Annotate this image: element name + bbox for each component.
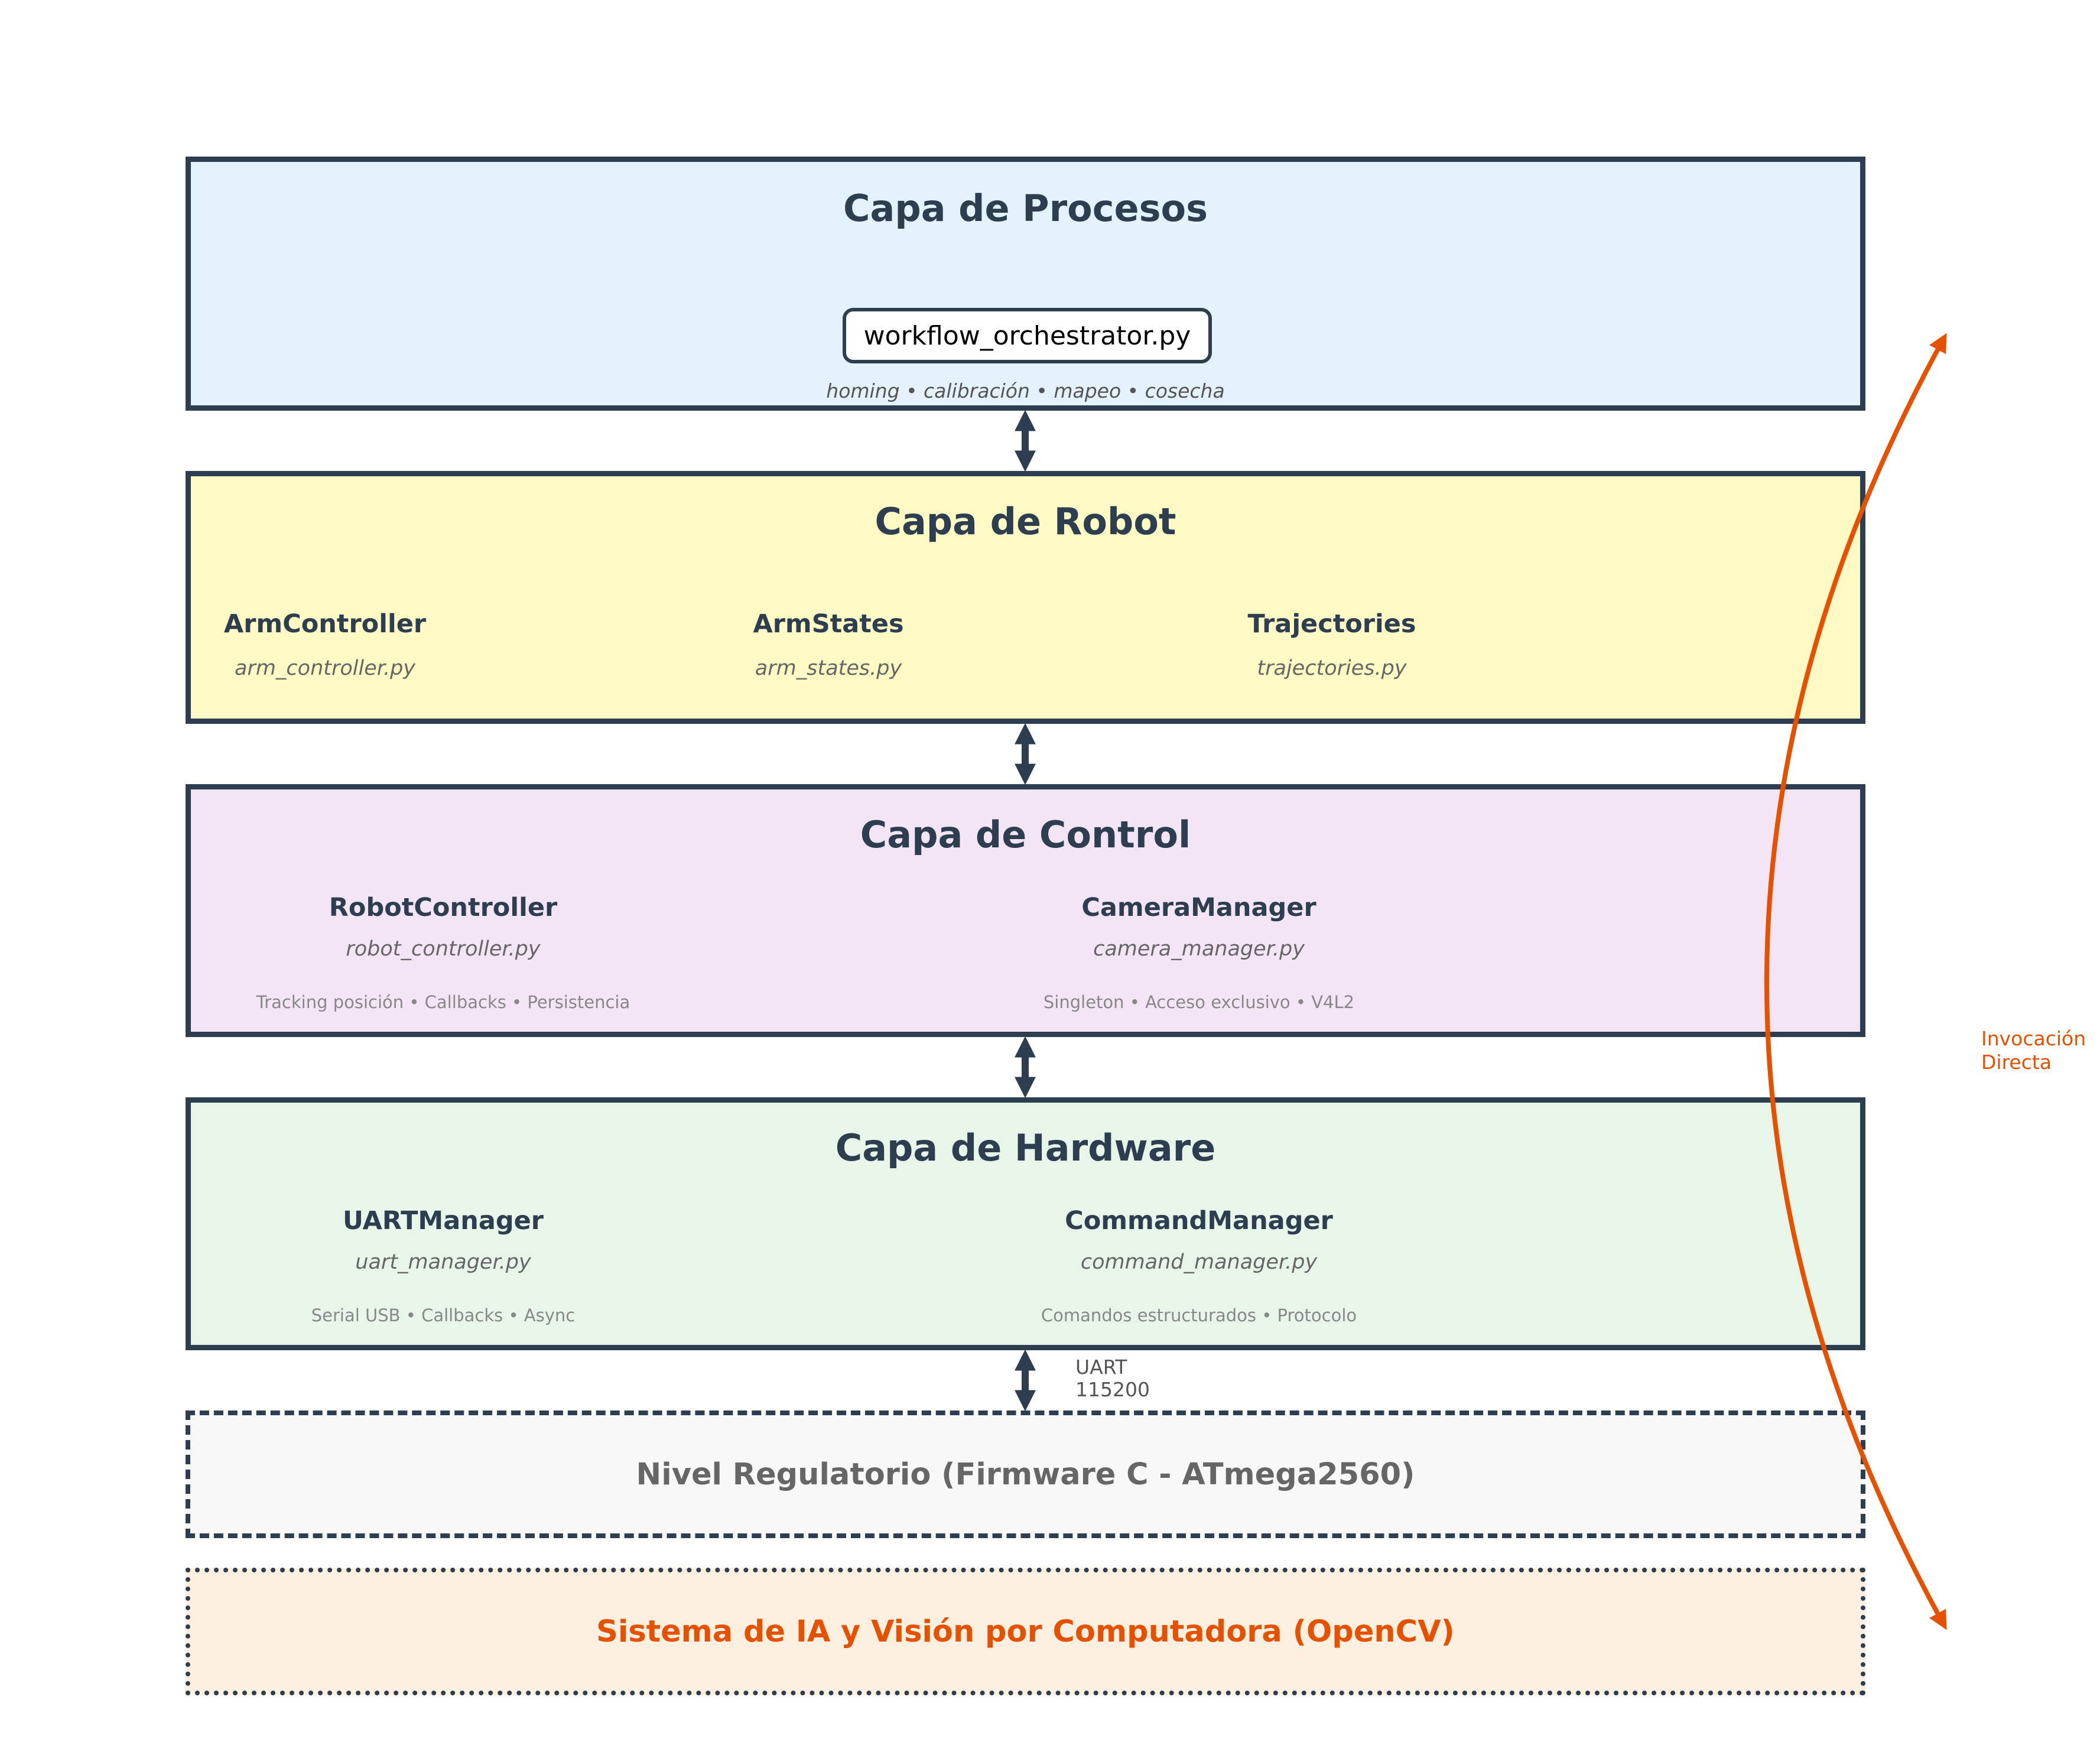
workflow-orchestrator-label: workflow_orchestrator.py: [863, 320, 1191, 351]
component-desc: Comandos estructurados • Protocolo: [1041, 1305, 1357, 1325]
component-file: command_manager.py: [1080, 1250, 1318, 1274]
component-name: RobotController: [329, 893, 558, 922]
layer-firmware-title: Nivel Regulatorio (Firmware C - ATmega25…: [636, 1457, 1415, 1492]
layer-control: Capa de Control RobotController robot_co…: [186, 784, 1865, 1037]
direct-invocation-line1: Invocación: [1981, 1027, 2086, 1050]
component-name: CommandManager: [1065, 1206, 1333, 1236]
direct-invocation-line2: Directa: [1981, 1051, 2052, 1074]
direct-invocation-arrow: [1764, 333, 1947, 1630]
uart-label-line2: 115200: [1075, 1378, 1150, 1401]
workflow-orchestrator-box[interactable]: workflow_orchestrator.py: [843, 308, 1212, 363]
component-name: CameraManager: [1081, 893, 1316, 922]
component-name: UARTManager: [343, 1206, 544, 1236]
component-name: ArmStates: [753, 609, 904, 639]
component-file: uart_manager.py: [355, 1250, 531, 1274]
layer-hardware: Capa de Hardware UARTManager uart_manage…: [186, 1097, 1865, 1350]
uart-label-line1: UART: [1075, 1356, 1127, 1379]
component-file: trajectories.py: [1257, 656, 1407, 680]
layer-control-title: Capa de Control: [860, 813, 1191, 856]
component-name: Trajectories: [1247, 609, 1416, 639]
layer-robot-title: Capa de Robot: [875, 500, 1176, 543]
component-file: arm_states.py: [755, 656, 902, 680]
component-desc: Serial USB • Callbacks • Async: [311, 1305, 576, 1325]
component-name: ArmController: [223, 609, 427, 639]
direct-invocation-label: Invocación Directa: [1981, 1027, 2086, 1074]
layer-procesos-title: Capa de Procesos: [843, 187, 1208, 230]
component-file: camera_manager.py: [1093, 937, 1305, 961]
component-desc: Tracking posición • Callbacks • Persiste…: [256, 992, 630, 1012]
layer-robot: Capa de Robot ArmController arm_controll…: [186, 471, 1865, 724]
workflow-steps: homing • calibración • mapeo • cosecha: [826, 379, 1225, 402]
component-file: robot_controller.py: [346, 937, 541, 961]
layer-procesos: Capa de Procesos workflow_orchestrator.p…: [186, 157, 1865, 411]
component-file: arm_controller.py: [234, 656, 416, 680]
layer-vision-title: Sistema de IA y Visión por Computadora (…: [596, 1614, 1455, 1649]
layer-hardware-title: Capa de Hardware: [835, 1126, 1216, 1169]
layer-firmware: Nivel Regulatorio (Firmware C - ATmega25…: [186, 1410, 1865, 1538]
uart-label: UART 115200: [1075, 1356, 1150, 1401]
component-desc: Singleton • Acceso exclusivo • V4L2: [1043, 992, 1355, 1012]
layer-vision: Sistema de IA y Visión por Computadora (…: [186, 1568, 1865, 1695]
